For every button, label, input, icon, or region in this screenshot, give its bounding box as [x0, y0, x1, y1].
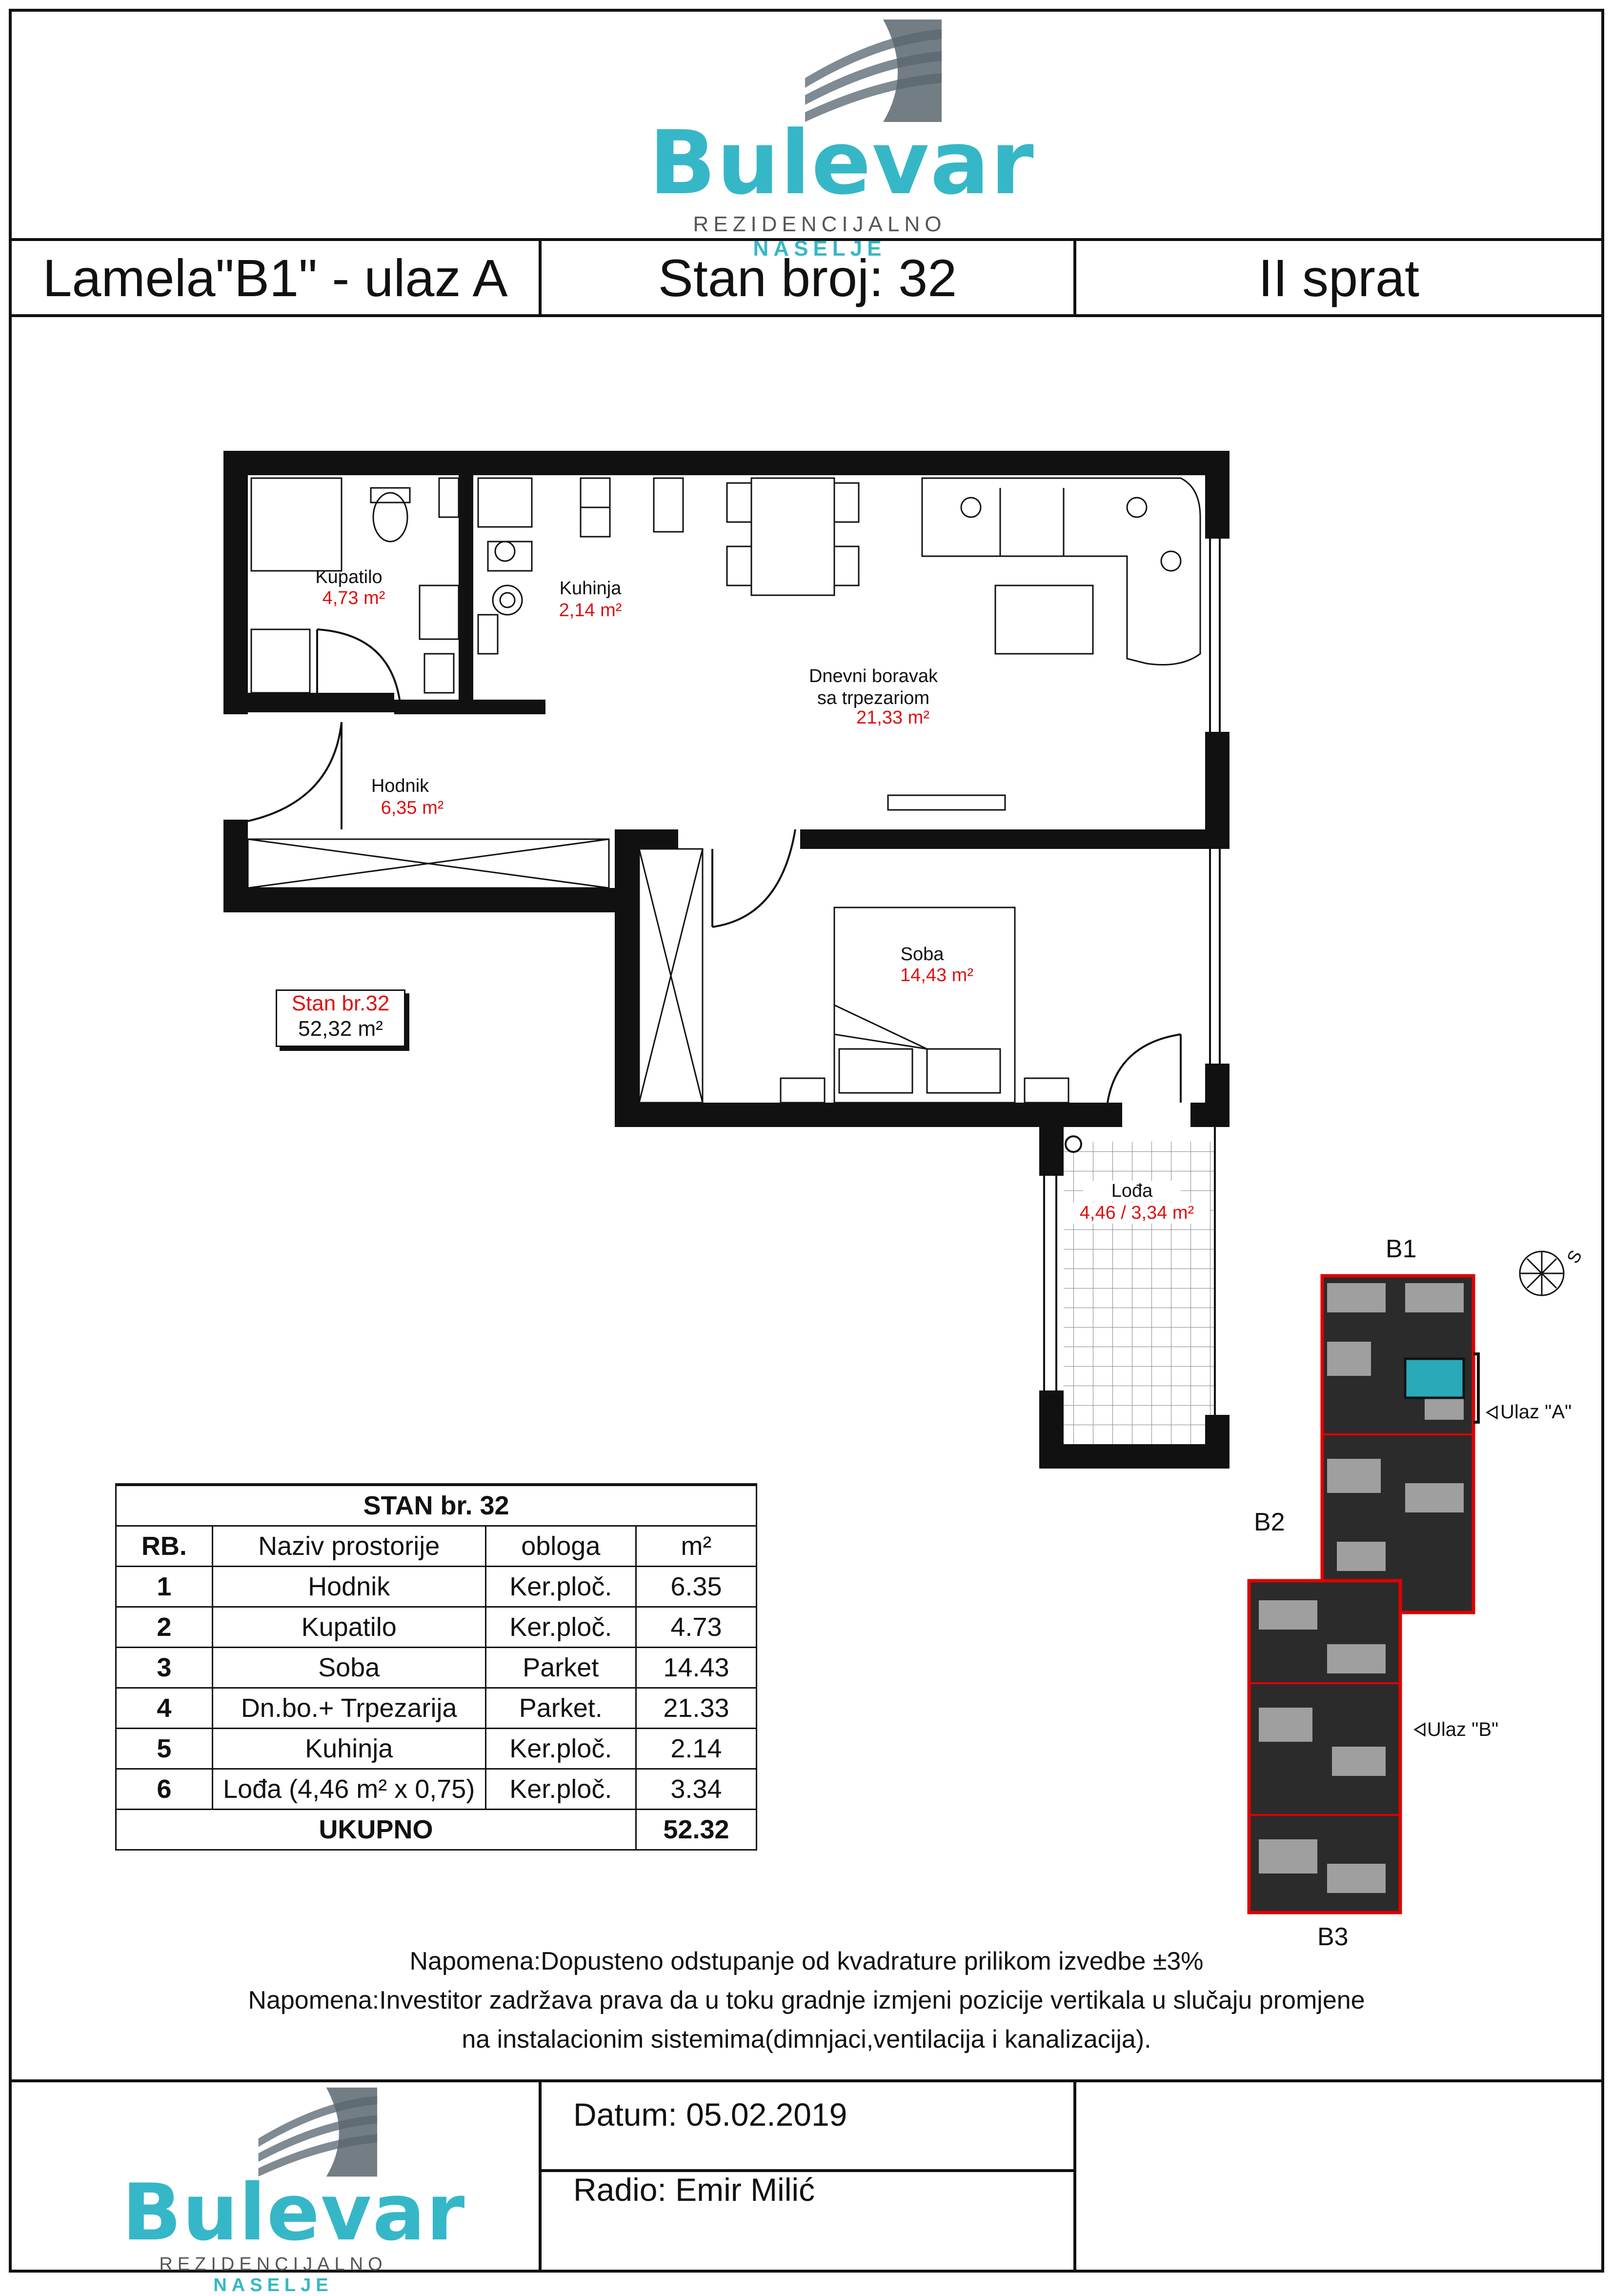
table-total-label: UKUPNO [115, 1809, 637, 1851]
table-cell-rb: 6 [115, 1768, 213, 1810]
logo-subtitle-left: REZIDENCIJALNO [693, 212, 947, 236]
room-area-kuhinja: 2,14 m² [559, 600, 622, 621]
header-divider-1 [539, 238, 542, 317]
table-cell-material: Ker.ploč. [484, 1768, 637, 1810]
bottom-logo-subtitle: REZIDENCIJALNO NASELJE [122, 2254, 424, 2296]
apartment-label-name: Stan br.32 [291, 991, 390, 1015]
table-row: 2 Kupatilo Ker.ploč. 4.73 [115, 1606, 758, 1648]
logo-subtitle-right: NASELJE [753, 237, 887, 261]
table-cell-name: Kupatilo [211, 1606, 486, 1648]
table-header-row: RB. Naziv prostorije obloga m² [115, 1525, 758, 1567]
table-header-material: obloga [484, 1525, 637, 1567]
room-name-dnevni-1: Dnevni boravak [808, 666, 938, 686]
note-investor: Napomena:Investitor zadržava prava da u … [248, 1986, 1365, 2014]
header-divider-2 [1073, 238, 1076, 317]
table-cell-area: 14.43 [635, 1647, 758, 1689]
table-row: 4 Dn.bo.+ Trpezarija Parket. 21.33 [115, 1687, 758, 1729]
room-area-hodnik: 6,35 m² [381, 798, 444, 818]
keyplan-entrance-a: Ulaz "A" [1500, 1401, 1572, 1423]
table-cell-area: 2.14 [635, 1728, 758, 1770]
room-area-dnevni: 21,33 m² [856, 707, 929, 728]
table-cell-name: Dn.bo.+ Trpezarija [211, 1687, 486, 1729]
table-cell-area: 4.73 [635, 1606, 758, 1648]
area-table: STAN br. 32 RB. Naziv prostorije obloga … [115, 1483, 758, 1851]
apartment-label: Stan br.32 52,32 m² [276, 989, 405, 1047]
logo-wordmark: Bulevar [649, 112, 1035, 214]
table-row: 1 Hodnik Ker.ploč. 6.35 [115, 1566, 758, 1608]
room-area-soba: 14,43 m² [900, 965, 973, 986]
room-area-kupatilo: 4,73 m² [322, 588, 385, 608]
room-name-soba: Soba [900, 944, 944, 965]
header-top-rule [9, 238, 1604, 241]
table-cell-rb: 1 [115, 1566, 213, 1608]
table-cell-material: Parket [484, 1647, 637, 1689]
key-plan: B1 B2 B3 [1230, 1229, 1600, 1961]
table-row: 3 Soba Parket 14.43 [115, 1647, 758, 1689]
footer-mid-rule [539, 2169, 1076, 2172]
note-installations: na instalacionim sistemima(dimnjaci,vent… [462, 2025, 1151, 2054]
room-name-kuhinja: Kuhinja [559, 578, 622, 599]
top-logo: Bulevar REZIDENCIJALNO NASELJE [649, 15, 1035, 261]
table-cell-area: 3.34 [635, 1768, 758, 1810]
footer-divider-1 [539, 2079, 542, 2273]
room-name-dnevni-2: sa trpezariom [817, 688, 930, 708]
page-frame [9, 9, 1604, 2273]
room-name-kupatilo: Kupatilo [315, 567, 383, 587]
table-cell-material: Ker.ploč. [484, 1728, 637, 1770]
building-logo-icon-bottom [258, 2087, 378, 2177]
bottom-logo: Bulevar REZIDENCIJALNO NASELJE [122, 2083, 466, 2296]
building-logo-icon [805, 20, 942, 122]
table-cell-rb: 4 [115, 1687, 213, 1729]
keyplan-drawing [1247, 1250, 1565, 1914]
table-total-value: 52.32 [635, 1809, 758, 1851]
header-floor: II sprat [1258, 248, 1420, 307]
table-header-area: m² [635, 1525, 758, 1567]
room-area-loda: 4,46 / 3,34 m² [1064, 1203, 1210, 1224]
table-title: STAN br. 32 [115, 1483, 757, 1527]
bottom-logo-subtitle-left: REZIDENCIJALNO [159, 2254, 387, 2275]
room-name-hodnik: Hodnik [371, 776, 429, 796]
header-lamela: Lamela"B1" - ulaz A [42, 248, 508, 307]
table-cell-material: Ker.ploč. [484, 1606, 637, 1648]
header-bottom-rule [9, 314, 1604, 317]
table-header-rb: RB. [115, 1525, 213, 1567]
table-title-row: STAN br. 32 [115, 1483, 757, 1527]
footer-divider-2 [1073, 2079, 1076, 2273]
table-cell-material: Parket. [484, 1687, 637, 1729]
bottom-logo-wordmark: Bulevar [122, 2167, 466, 2258]
table-total-row: UKUPNO 52.32 [115, 1809, 758, 1851]
room-name-loda: Lođa [1083, 1181, 1181, 1202]
footer-author: Radio: Emir Milić [573, 2172, 815, 2208]
table-cell-area: 21.33 [635, 1687, 758, 1729]
keyplan-label-b1: B1 [1386, 1235, 1417, 1263]
footer-date: Datum: 05.02.2019 [573, 2096, 847, 2133]
header-apartment-number: Stan broj: 32 [658, 248, 957, 307]
table-header-name: Naziv prostorije [211, 1525, 486, 1567]
table-cell-rb: 3 [115, 1647, 213, 1689]
table-row: 5 Kuhinja Ker.ploč. 2.14 [115, 1728, 758, 1770]
floor-plan [223, 451, 1230, 1469]
table-cell-name: Soba [211, 1647, 486, 1689]
apartment-label-area: 52,32 m² [298, 1017, 383, 1041]
table-cell-material: Ker.ploč. [484, 1566, 637, 1608]
logo-subtitle: REZIDENCIJALNO NASELJE [649, 212, 990, 261]
table-cell-area: 6.35 [635, 1566, 758, 1608]
table-cell-rb: 5 [115, 1728, 213, 1770]
table-cell-name: Lođa (4,46 m² x 0,75) [211, 1768, 486, 1810]
keyplan-label-b3: B3 [1317, 1923, 1349, 1951]
keyplan-entrance-b: Ulaz "B" [1427, 1719, 1499, 1740]
table-cell-name: Hodnik [211, 1566, 486, 1608]
note-tolerance: Napomena:Dopusteno odstupanje od kvadrat… [409, 1947, 1204, 1975]
table-cell-name: Kuhinja [211, 1728, 486, 1770]
footer-top-rule [9, 2079, 1604, 2082]
keyplan-label-b2: B2 [1254, 1508, 1285, 1536]
table-row: 6 Lođa (4,46 m² x 0,75) Ker.ploč. 3.34 [115, 1768, 758, 1810]
bottom-logo-subtitle-right: NASELJE [213, 2275, 333, 2296]
table-cell-rb: 2 [115, 1606, 213, 1648]
